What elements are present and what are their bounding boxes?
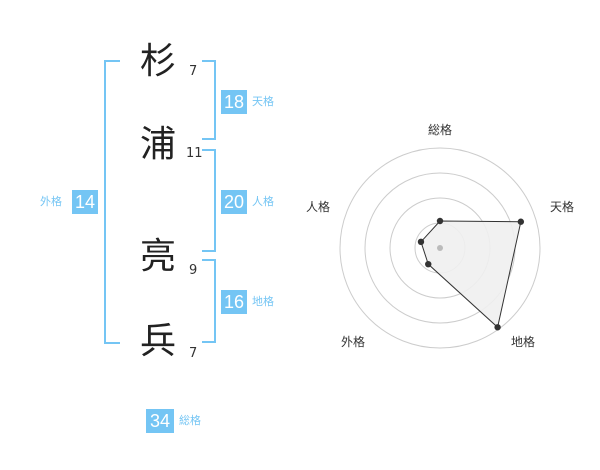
tenkaku-value: 18: [221, 90, 247, 114]
radar-axis-label-4: 人格: [306, 199, 330, 214]
gaikaku-bracket: [104, 60, 120, 344]
radar-point-4: [417, 238, 425, 246]
radar-point-1: [517, 218, 525, 225]
radar-axis-label-1: 天格: [550, 199, 574, 214]
radar-center-point: [437, 245, 443, 251]
radar-axis-label-3: 外格: [341, 334, 365, 349]
kanji-2: 浦: [140, 124, 177, 165]
radar-points: [417, 217, 525, 331]
jinkaku-bracket: [202, 149, 216, 252]
jinkaku-value: 20: [221, 190, 247, 214]
kanji-3: 亮: [140, 236, 177, 277]
gaikaku-value: 14: [72, 190, 98, 214]
radar-series-polygon: [420, 220, 522, 329]
chikaku-bracket: [202, 259, 216, 343]
jinkaku-label: 人格: [252, 195, 274, 208]
soukaku-label: 総格: [179, 414, 201, 427]
radar-point-2: [494, 324, 501, 331]
chikaku-value: 16: [221, 290, 247, 314]
stroke-count-2: 11: [186, 146, 203, 161]
tenkaku-bracket: [202, 60, 216, 140]
kanji-1: 杉: [140, 41, 177, 82]
stroke-count-4: 7: [189, 346, 198, 361]
gaikaku-label: 外格: [40, 195, 62, 208]
soukaku-value: 34: [146, 409, 174, 433]
stroke-count-1: 7: [189, 64, 198, 79]
tenkaku-label: 天格: [252, 95, 274, 108]
radar-axis-label-0: 総格: [428, 122, 452, 137]
radar-point-3: [425, 260, 432, 268]
stroke-count-3: 9: [189, 263, 198, 278]
radar-ring-4: [339, 147, 541, 349]
kanji-4: 兵: [140, 321, 177, 362]
chikaku-label: 地格: [252, 295, 274, 308]
radar-axis-label-2: 地格: [511, 334, 535, 349]
radar-point-0: [436, 217, 444, 225]
